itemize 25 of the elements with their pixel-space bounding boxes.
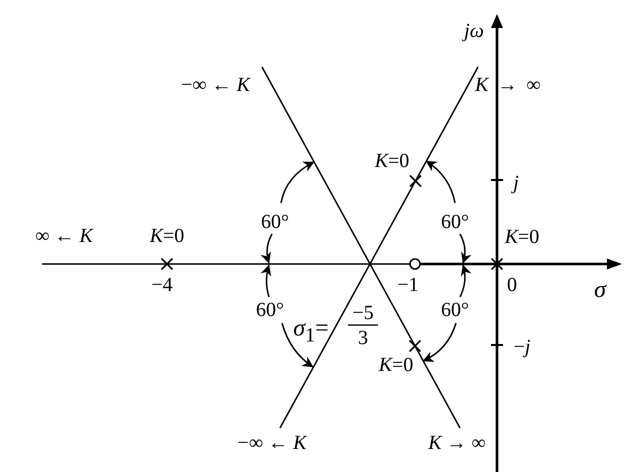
fraction-denominator: 3	[358, 328, 368, 348]
axis-label: jω	[464, 21, 484, 41]
centroid-label: σ$_{1}$=	[293, 316, 329, 346]
gain-label: K=0	[378, 355, 414, 375]
gain-label: K=0	[504, 227, 540, 247]
tick-label: 0	[507, 275, 517, 295]
gain-limit-label: K → ∞	[428, 428, 486, 453]
root-locus-line	[279, 66, 479, 428]
angle-label: 60°	[256, 300, 284, 320]
gain-limit-label: −∞ ← K	[181, 67, 262, 95]
gain-limit-label: K → ∞	[475, 67, 541, 95]
tick-label: −j	[514, 337, 530, 357]
gain-limit-label: ∞ ← K	[35, 226, 93, 246]
gain-label: K=0	[150, 226, 184, 246]
angle-label: 60°	[441, 212, 469, 232]
fraction-numerator: −5	[352, 303, 374, 323]
gain-limit-label: −∞ ← K	[238, 428, 306, 453]
gain-label: K=0	[374, 151, 410, 171]
root-locus-line	[261, 66, 461, 428]
tick-label: −4	[151, 275, 173, 295]
tick-label: −1	[397, 275, 419, 295]
tick-label: j	[513, 173, 519, 193]
angle-label: 60°	[441, 300, 469, 320]
axis-label: σ	[594, 278, 606, 302]
angle-label: 60°	[261, 212, 289, 232]
